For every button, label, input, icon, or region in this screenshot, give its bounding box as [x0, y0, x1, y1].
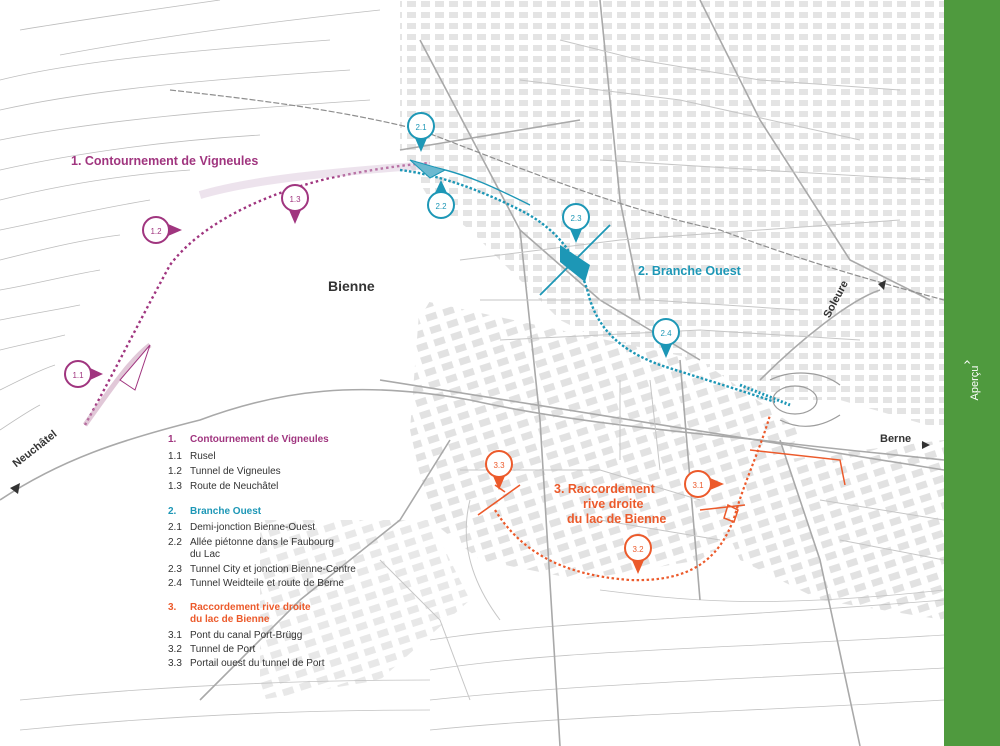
legend-item-label: Tunnel de Vigneules — [190, 466, 281, 477]
marker-3-1[interactable]: 3.1 — [684, 470, 724, 498]
legend-sec2-num: 2. — [168, 506, 177, 517]
legend-item-num: 2.3 — [168, 564, 182, 575]
legend-item-label-cont: du Lac — [190, 549, 221, 560]
legend: 1. Contournement de Vigneules 1.1 Rusel … — [168, 434, 368, 674]
route-3-title-line3: du lac de Bienne — [567, 512, 667, 526]
legend-sec3-num: 3. — [168, 602, 177, 613]
railway — [169, 89, 944, 301]
direction-arrows — [10, 280, 930, 494]
legend-sec3-title-cont: du lac de Bienne — [190, 614, 270, 625]
route-3-title-line1: 3. Raccordement — [554, 482, 655, 496]
marker-label: 1.2 — [150, 227, 162, 236]
marker-label: 2.2 — [435, 202, 447, 211]
marker-2-1[interactable]: 2.1 — [407, 112, 435, 152]
legend-sec1-num: 1. — [168, 434, 177, 445]
marker-1-1[interactable]: 1.1 — [64, 360, 103, 388]
legend-item-label: Tunnel de Port — [190, 644, 256, 655]
route-3-raccordement — [477, 414, 846, 582]
marker-1-3[interactable]: 1.3 — [281, 184, 309, 224]
legend-item-num: 3.2 — [168, 644, 182, 655]
legend-item-num: 1.2 — [168, 466, 182, 477]
marker-3-3[interactable]: 3.3 — [485, 450, 513, 490]
route-2-title: 2. Branche Ouest — [638, 264, 741, 278]
legend-item-label: Portail ouest du tunnel de Port — [190, 658, 325, 669]
legend-sec2-title: Branche Ouest — [190, 506, 262, 517]
legend-item-num: 1.1 — [168, 451, 182, 462]
marker-label: 1.3 — [289, 195, 301, 204]
route-1-title: 1. Contournement de Vigneules — [71, 154, 259, 168]
marker-label: 2.4 — [660, 329, 672, 338]
minor-streets — [379, 39, 944, 701]
marker-label: 2.3 — [570, 214, 582, 223]
legend-item-label: Tunnel Weidteile et route de Berne — [190, 578, 344, 589]
route-2-branche-ouest — [399, 159, 791, 407]
marker-3-2[interactable]: 3.2 — [624, 534, 652, 574]
legend-item-label: Tunnel City et jonction Bienne-Centre — [190, 564, 356, 575]
preview-toggle[interactable]: ‹ Aperçu — [951, 355, 991, 405]
legend-item-label: Rusel — [190, 451, 216, 462]
marker-label: 3.1 — [692, 481, 704, 490]
marker-2-4[interactable]: 2.4 — [652, 318, 680, 358]
legend-item-num: 1.3 — [168, 481, 182, 492]
route-3-title-line2: rive droite — [583, 497, 644, 511]
legend-item-num: 2.2 — [168, 537, 182, 548]
marker-1-2[interactable]: 1.2 — [142, 216, 182, 244]
vineyard-lines — [0, 0, 381, 431]
legend-item-num: 2.4 — [168, 578, 182, 589]
legend-item-label: Allée piétonne dans le Faubourg — [190, 537, 334, 548]
direction-label-berne: Berne — [880, 433, 912, 445]
marker-2-3[interactable]: 2.3 — [562, 203, 590, 243]
legend-item-num: 3.1 — [168, 630, 182, 641]
hillside-lines — [19, 589, 944, 731]
map-canvas: 1.1 1.2 1.3 2.1 2.2 2.3 2.4 3.1 3.2 — [0, 0, 944, 746]
legend-item-label: Route de Neuchâtel — [190, 481, 279, 492]
urban-areas — [260, 0, 944, 700]
legend-item-num: 3.3 — [168, 658, 182, 669]
lake — [60, 180, 442, 520]
viewer-sidebar — [944, 0, 1000, 746]
marker-label: 2.1 — [415, 123, 427, 132]
interchange — [769, 372, 841, 427]
legend-sec3-title: Raccordement rive droite — [190, 602, 311, 613]
city-label: Bienne — [328, 278, 375, 294]
legend-item-label: Pont du canal Port-Brügg — [190, 630, 303, 641]
preview-label: Aperçu — [969, 365, 981, 401]
marker-label: 3.2 — [632, 545, 644, 554]
marker-label: 1.1 — [72, 371, 84, 380]
legend-item-label: Demi-jonction Bienne-Ouest — [190, 522, 316, 533]
marker-label: 3.3 — [493, 461, 505, 470]
legend-sec1-title: Contournement de Vigneules — [190, 434, 329, 445]
marker-2-2[interactable]: 2.2 — [427, 180, 455, 219]
legend-item-num: 2.1 — [168, 522, 182, 533]
route-1-contournement — [82, 161, 431, 427]
